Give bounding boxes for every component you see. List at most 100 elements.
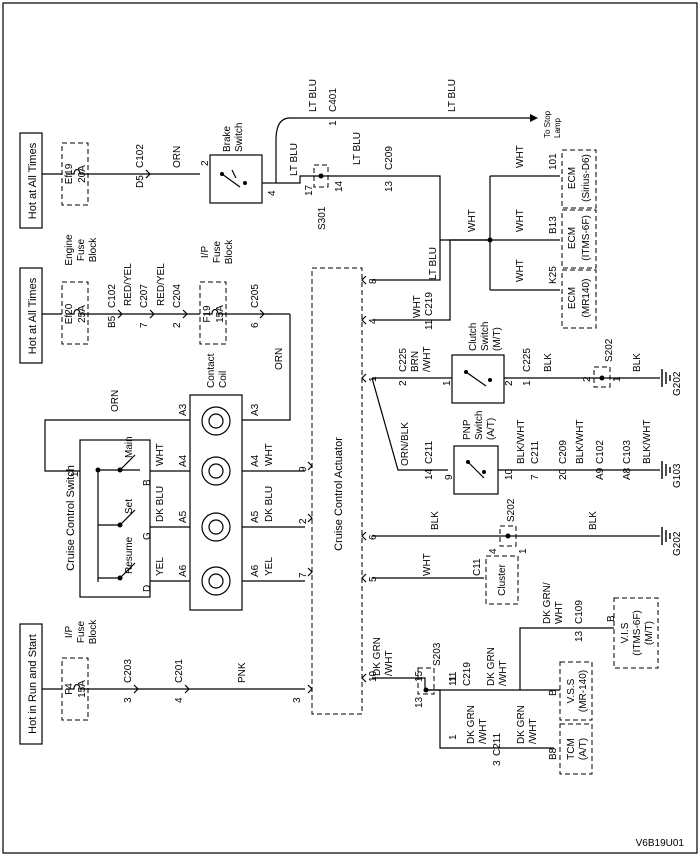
wire-orn-blk: [371, 377, 448, 471]
to-stop-2: Lamp: [553, 117, 562, 138]
fuse-f19: F19 15A: [199, 281, 290, 345]
pin-a8: A8: [622, 467, 633, 480]
wire-dkgrn-s203: [372, 677, 540, 691]
wire-dkgrn-3a: DK GRN/: [542, 582, 553, 624]
wire-brn-wht-1: BRN: [410, 351, 421, 372]
conn-c203: C203: [123, 659, 134, 683]
coil-rings: [201, 406, 231, 596]
ccs-pin-1: 1: [70, 471, 81, 477]
wire-wht-3: WHT: [515, 259, 526, 282]
wire-lt-blu-4: LT BLU: [352, 132, 363, 165]
s301-pin-14: 14: [334, 180, 345, 192]
wire-lt-blu-act: LT BLU: [428, 247, 439, 280]
cruise-control-actuator: [311, 267, 363, 715]
s202m-pin-4: 4: [488, 548, 499, 554]
s203-pin-15: 15: [414, 670, 425, 682]
wire-wht-a4-l: WHT: [155, 443, 166, 466]
hot-at-all-times-box-2: [19, 267, 43, 364]
contact-label-2: Coil: [218, 371, 229, 388]
pnp-pin-9: 9: [444, 474, 455, 480]
ecm3-label: ECM: [567, 287, 578, 309]
coil-pin-a5-r: A5: [250, 510, 261, 523]
ip-fuse-block-1: I/P: [200, 246, 211, 259]
wire-dkgrn-3b: WHT: [554, 601, 565, 624]
hot-at-all-times-box-1: [19, 132, 43, 229]
vis-label-1: V.I.S: [620, 622, 631, 643]
ecm-group: ECM (Sirius-D6) ECM (ITMS-6F) ECM (MR140…: [440, 145, 597, 329]
hot-in-run-start-label: Hot in Run and Start: [27, 634, 39, 734]
ip-fuse-block-2: Fuse: [212, 240, 223, 263]
wire-dkgrn-1b: /WHT: [384, 650, 395, 676]
pin-13-c109: 13: [574, 630, 585, 642]
wire-wht-2: WHT: [515, 209, 526, 232]
wire-dkgrn-5b: /WHT: [528, 718, 539, 744]
cluster-label: Cluster: [497, 563, 508, 595]
wire-orn-coil: [262, 314, 291, 421]
tcm: [559, 723, 593, 775]
conn-c204: C204: [172, 284, 183, 308]
ecm1-label: ECM: [567, 167, 578, 189]
fuse-ef19: Ef19 20A: [42, 142, 200, 206]
ccs-set: Set: [124, 499, 135, 514]
wire-wht-4: WHT: [467, 209, 478, 232]
pin-a9: A9: [595, 467, 606, 480]
conn-c209-b: C209: [558, 440, 569, 464]
ccs-contacts: [97, 454, 140, 582]
fuse-ef20: Ef20 25A: [42, 281, 200, 345]
ecm-pin-b13: B13: [548, 216, 559, 234]
wire-blk-wht-1: BLK/WHT: [516, 420, 527, 464]
wire-pnk: PNK: [237, 662, 248, 683]
pin-7-c207: 7: [139, 322, 150, 328]
wire-lt-blu-stop: [275, 117, 530, 183]
pin-3-c211: 3: [492, 760, 503, 766]
wire-dkblu-l: DK BLU: [155, 486, 166, 522]
conn-c211-b: C211: [530, 440, 541, 464]
ecm2-variant: (ITMS-6F): [581, 215, 592, 261]
wire-yel-r: YEL: [264, 557, 275, 576]
ecm3-variant: (MR140): [581, 279, 592, 318]
ef19-name: Ef19: [64, 163, 75, 184]
conn-c103: C103: [622, 440, 633, 464]
ccs-resume: Resume: [124, 536, 135, 574]
pin-7-c211: 7: [530, 474, 541, 480]
ccs-pin-d: D: [142, 585, 153, 592]
wire-wht-c219-label: WHT: [412, 295, 423, 318]
wire-orn-left: ORN: [110, 390, 121, 412]
wire-orn-right: ORN: [274, 348, 285, 370]
pin-3-c203: 3: [123, 697, 134, 703]
f4-rating: 15A: [77, 680, 88, 698]
brake-pin-2: 2: [200, 160, 211, 166]
f19-name: F19: [202, 305, 213, 323]
wire-dkgrn-4a: DK GRN: [466, 705, 477, 744]
wire-red-yel-1: RED/YEL: [123, 263, 134, 306]
brake-label-2: Switch: [234, 123, 245, 152]
conn-c11: C11: [472, 558, 483, 576]
ip-fuse-block-3: Block: [224, 239, 235, 264]
clutch-label-2: Switch: [480, 322, 491, 351]
ecm1-variant: (Sirius-D6): [581, 154, 592, 202]
s203-pin-13: 13: [414, 696, 425, 708]
vss-label-1: V.S.S: [566, 678, 577, 703]
ground-g202-b: [661, 526, 671, 546]
engine-fuse-block-1: Engine: [64, 234, 75, 266]
splice-s301-label: S301: [317, 206, 328, 230]
ecm-pin-101: 101: [548, 153, 559, 170]
f4-name: F4: [64, 683, 75, 695]
act-pin-10: 10: [368, 670, 379, 682]
cca-label: Cruise Control Actuator: [333, 437, 345, 551]
wire-orn-top: ORN: [172, 146, 183, 168]
clutch-pin-2: 2: [504, 380, 515, 386]
conn-c211-a: C211: [424, 440, 435, 464]
wire-lt-blu-actuator: [276, 175, 441, 281]
ground-g103-label: G103: [672, 463, 683, 488]
wire-dkgrn-4b: /WHT: [478, 718, 489, 744]
hot-at-all-times-label-2: Hot at All Times: [27, 277, 39, 354]
pin-6-c205: 6: [250, 322, 261, 328]
pin-11-c219a: 11: [424, 319, 435, 330]
ccs-pin-b: B: [142, 479, 153, 486]
wire-lt-blu-1: LT BLU: [308, 79, 319, 112]
pin-act-3: 3: [292, 697, 303, 703]
vss-pin-b: B: [548, 689, 559, 696]
